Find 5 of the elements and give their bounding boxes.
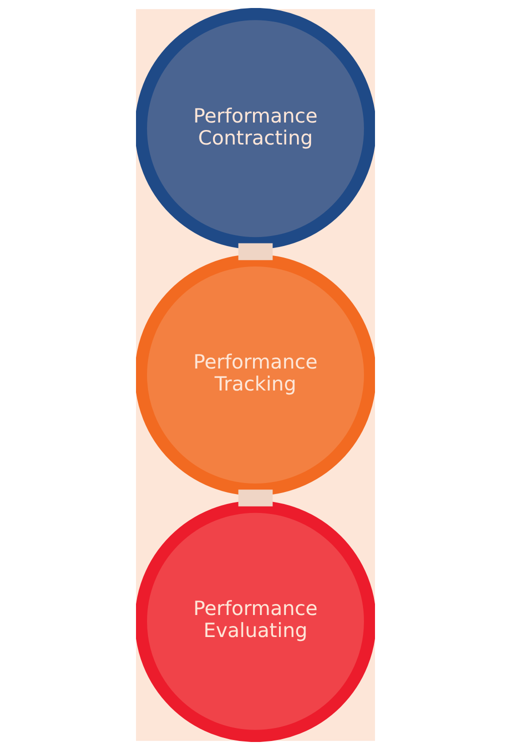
node-circle: Performance Tracking: [136, 254, 374, 496]
connector: [238, 243, 272, 260]
node-circle: Performance Evaluating: [136, 500, 374, 742]
node-circle: Performance Contracting: [136, 8, 374, 250]
connector: [238, 490, 272, 506]
